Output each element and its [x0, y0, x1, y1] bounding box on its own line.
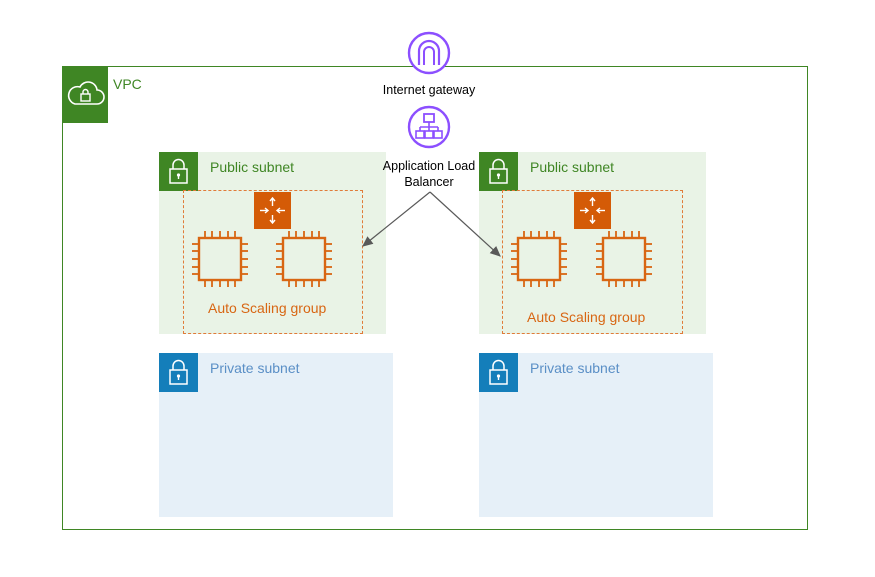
- alb-to-left-asg-arrow: [362, 191, 431, 247]
- alb-to-right-asg-arrow: [429, 191, 501, 257]
- private-subnet-right-label: Private subnet: [530, 360, 620, 376]
- internet-gateway-label: Internet gateway: [382, 83, 476, 97]
- subnet-lock-icon: [159, 152, 198, 191]
- ec2-instance-icon: [594, 229, 654, 289]
- vpc-badge: [62, 66, 108, 123]
- alb-label-line1: Application Load: [382, 159, 476, 173]
- ec2-instance-icon: [509, 229, 569, 289]
- vpc-label: VPC: [113, 76, 142, 92]
- public-subnet-right-label: Public subnet: [530, 159, 615, 175]
- vpc-cloud-lock-icon: [67, 81, 105, 105]
- alb-label-line2: Balancer: [404, 175, 454, 189]
- ec2-instance-icon: [190, 229, 250, 289]
- private-subnet-left-label: Private subnet: [210, 360, 300, 376]
- ec2-instance-icon: [274, 229, 334, 289]
- internet-gateway-icon: [407, 31, 451, 75]
- auto-scaling-group-right: [502, 190, 683, 334]
- subnet-lock-icon: [479, 152, 518, 191]
- private-subnet-left: [159, 353, 393, 517]
- auto-scaling-icon: [574, 192, 611, 229]
- asg-left-label: Auto Scaling group: [208, 300, 327, 316]
- auto-scaling-icon: [254, 192, 291, 229]
- load-balancer-icon: [407, 105, 451, 149]
- private-subnet-right: [479, 353, 713, 517]
- subnet-lock-icon: [479, 353, 518, 392]
- subnet-lock-icon: [159, 353, 198, 392]
- asg-right-label: Auto Scaling group: [527, 309, 646, 325]
- public-subnet-left-label: Public subnet: [210, 159, 295, 175]
- auto-scaling-group-left: [183, 190, 363, 334]
